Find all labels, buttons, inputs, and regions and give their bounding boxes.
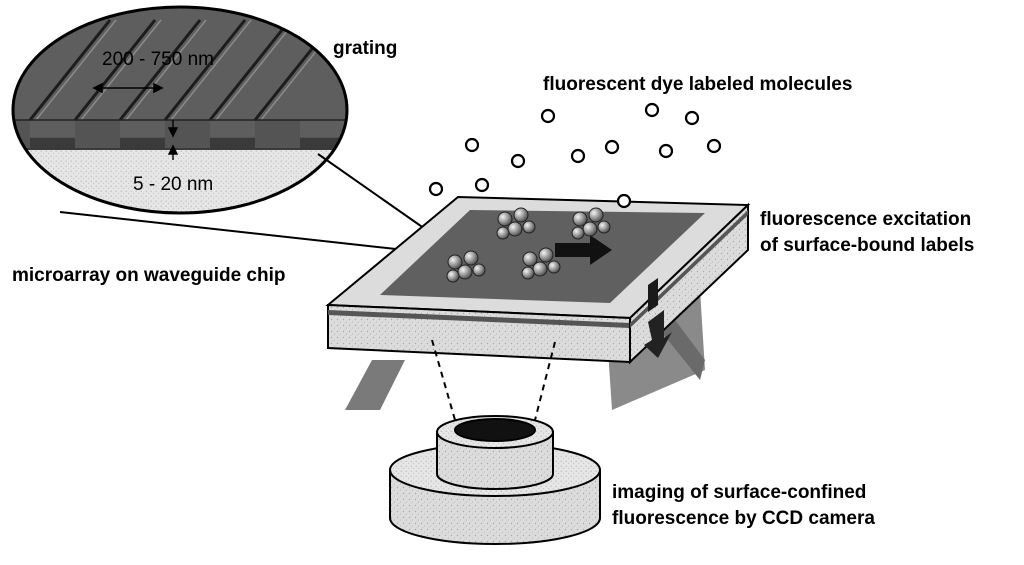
free-dye-molecules: [428, 102, 722, 209]
spot-cluster: [571, 207, 611, 240]
spot-cluster: [496, 207, 536, 240]
grating-period-label: 200 - 750 nm: [102, 49, 214, 70]
imaging-cone: [431, 339, 556, 421]
period-arrow: [92, 82, 164, 94]
microarray-label: microarray on waveguide chip: [12, 265, 286, 286]
dye-molecules-label: fluorescent dye labeled molecules: [543, 74, 853, 95]
excitation-label-line1: fluorescence excitation: [760, 209, 972, 230]
imaging-label-line1: imaging of surface-confined: [612, 482, 867, 503]
waveguide-chip: [325, 195, 751, 365]
emission-arrow: [644, 310, 672, 358]
excitation-label-line2: of surface-bound labels: [760, 235, 975, 256]
spot-cluster: [446, 250, 486, 283]
excitation-arrow: [555, 235, 612, 265]
depth-arrow: [167, 120, 179, 160]
spot-cluster: [521, 247, 561, 280]
grating-inset: [11, 5, 349, 215]
grating-label: grating: [333, 38, 398, 59]
grating-depth-label: 5 - 20 nm: [133, 174, 213, 195]
imaging-label-line2: fluorescence by CCD camera: [612, 508, 875, 529]
ccd-camera: [389, 415, 601, 545]
surface-bound-labels: [446, 207, 611, 283]
